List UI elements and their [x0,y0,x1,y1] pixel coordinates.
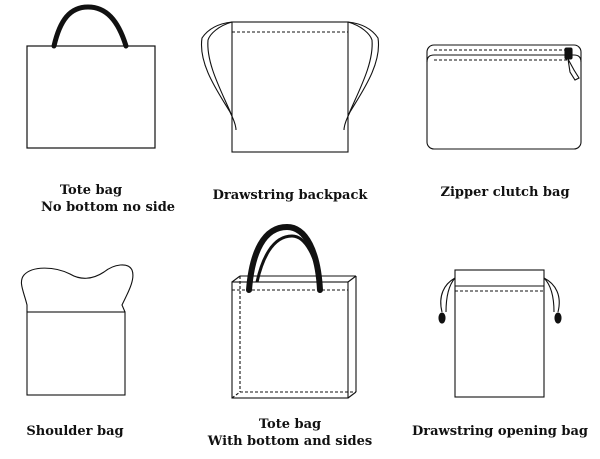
zipper-clutch-bag-icon [426,44,582,150]
caption-line: Tote bag [59,183,123,198]
caption-zipper-clutch: Zipper clutch bag [435,184,575,201]
caption-shoulder: Shoulder bag [20,423,130,440]
caption-line: Tote bag [258,417,322,432]
drawstring-backpack-icon [200,21,380,153]
caption-tote-boxed: Tote bag With bottom and sides [200,416,380,450]
caption-line: With bottom and sides [207,434,373,449]
tote-bag-flat-icon [26,4,156,149]
caption-tote-flat: Tote bag No bottom no side [41,182,176,216]
shoulder-bag-icon [20,264,134,396]
drawstring-opening-bag-icon [438,269,562,398]
caption-drawstring-opening: Drawstring opening bag [405,423,595,440]
caption-line: Drawstring backpack [212,188,368,203]
tote-bag-boxed-icon [231,223,357,399]
caption-line: Zipper clutch bag [440,185,570,200]
caption-line: Shoulder bag [26,424,124,439]
caption-line: No bottom no side [41,200,176,215]
caption-line: Drawstring opening bag [411,424,588,439]
caption-drawstring-backpack: Drawstring backpack [205,187,375,204]
